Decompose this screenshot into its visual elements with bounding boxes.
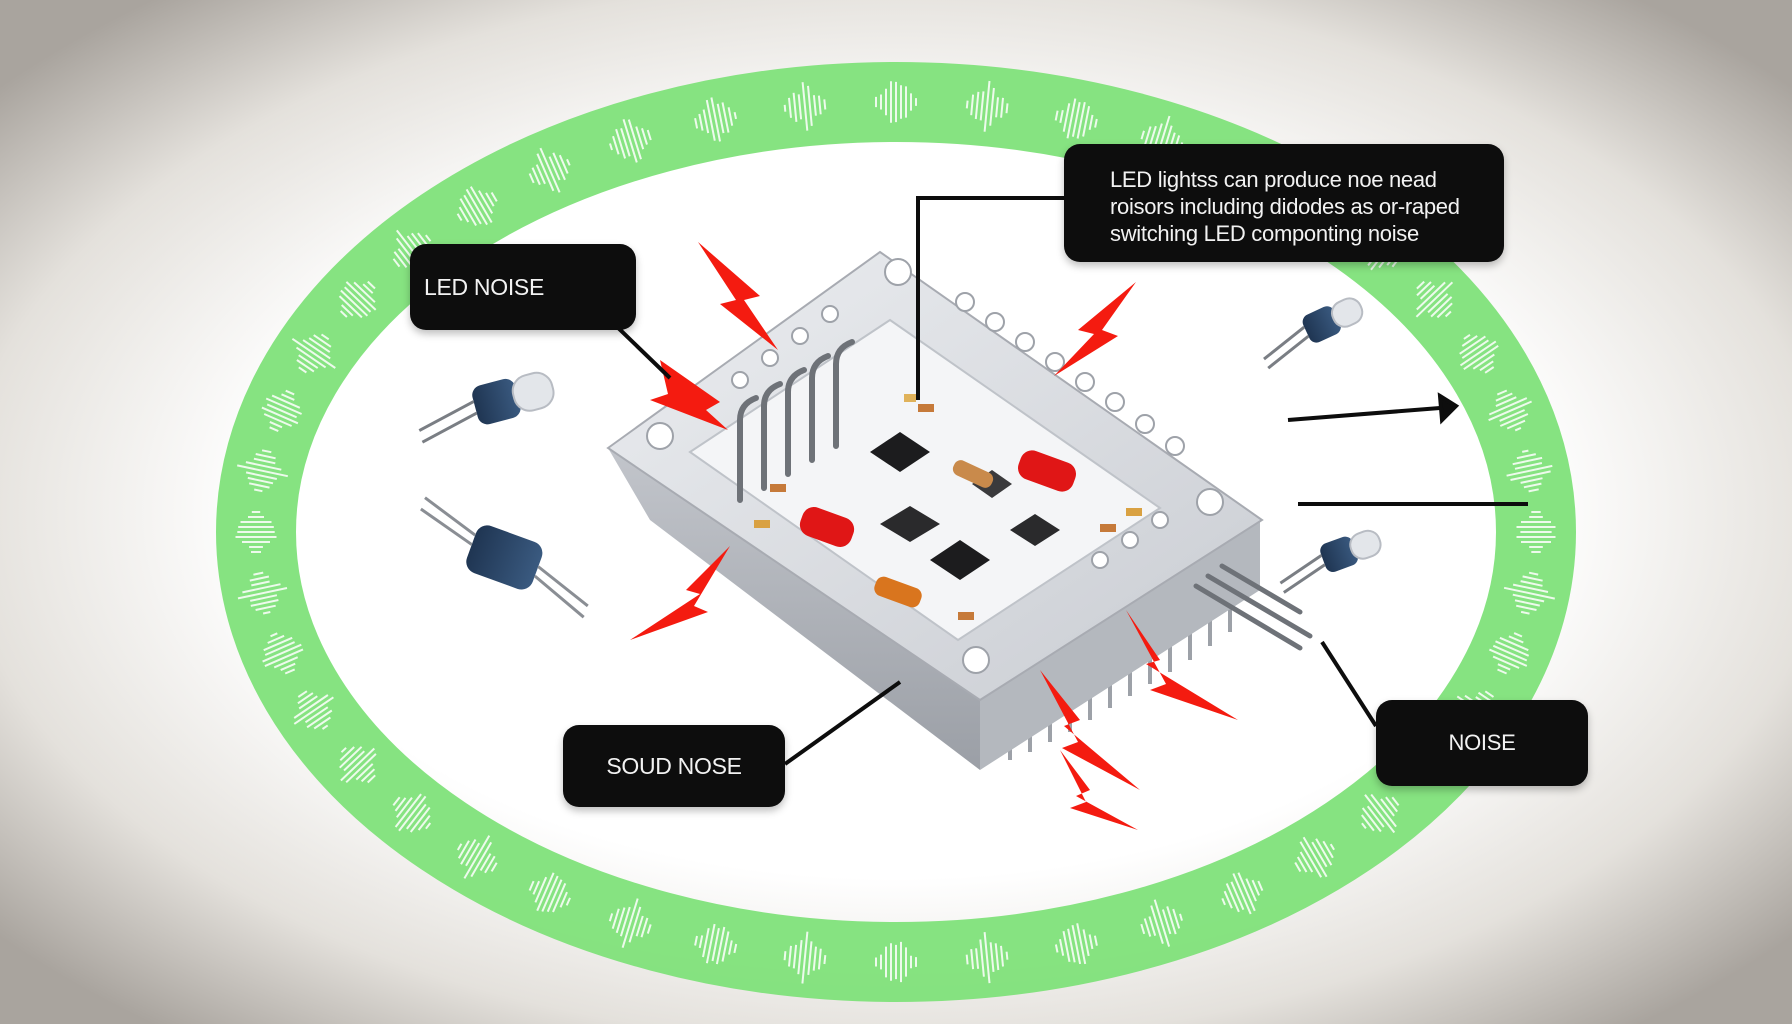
sound-wave-mark <box>783 82 827 131</box>
callout-led-noise: LED NOISE <box>410 244 636 330</box>
sound-wave-mark <box>392 793 432 833</box>
sound-wave-mark <box>875 941 917 983</box>
sound-wave-mark <box>236 449 289 493</box>
sound-wave-mark <box>965 932 1009 984</box>
sound-wave-mark <box>1054 98 1098 139</box>
sound-wave-mark <box>1294 836 1335 878</box>
sound-wave-mark <box>608 898 652 948</box>
pin-header <box>737 339 855 503</box>
sound-wave-mark <box>1489 632 1530 675</box>
resistor-icon <box>754 394 1142 620</box>
sound-wave-mark <box>338 280 377 319</box>
callout-sound-noise: SOUD NOSE <box>563 725 785 807</box>
sound-wave-mark <box>293 690 334 730</box>
sound-wave-mark <box>1140 899 1183 947</box>
callout-description-line-2: roisors including didodes as or-raped <box>1110 194 1460 219</box>
callout-description-line-3: switching LED componting noise <box>1110 221 1419 246</box>
sound-wave-mark <box>456 186 498 227</box>
sound-wave-mark <box>528 147 571 193</box>
sound-wave-mark <box>1415 280 1454 319</box>
sound-wave-mark <box>1459 333 1499 374</box>
spark-icon <box>630 242 1238 830</box>
callout-sound-noise-text: SOUD NOSE <box>606 752 742 779</box>
capacitor-icon <box>799 450 1077 608</box>
sound-wave-mark <box>1516 511 1556 553</box>
sound-wave-mark <box>1503 571 1556 615</box>
sound-wave-mark <box>528 872 571 913</box>
sound-wave-mark <box>339 746 377 784</box>
sound-wave-mark <box>1361 793 1400 834</box>
sound-wave-mark <box>1221 872 1264 915</box>
sound-wave-mark <box>875 81 917 123</box>
callout-description: LED lightss can produce noe nead roisors… <box>1064 144 1504 262</box>
callout-noise: NOISE <box>1376 700 1588 786</box>
sound-wave-mark <box>235 511 277 553</box>
sound-wave-mark <box>237 571 288 615</box>
pcb-module <box>606 250 1313 770</box>
callout-led-noise-text: LED NOISE <box>424 273 545 300</box>
arrow-icon <box>1287 392 1528 506</box>
sound-wave-mark <box>291 333 336 374</box>
sound-wave-mark <box>262 632 304 675</box>
led-icon <box>418 297 1382 619</box>
sound-wave-mark <box>694 923 738 965</box>
callout-description-line-1: LED lightss can produce noe nead <box>1110 167 1437 192</box>
callout-noise-text: NOISE <box>1448 730 1516 755</box>
sound-wave-mark <box>783 931 827 984</box>
sound-wave-mark <box>1506 449 1553 493</box>
sound-wave-mark <box>1488 389 1532 432</box>
sound-wave-mark <box>609 119 652 163</box>
sound-wave-mark <box>1054 923 1098 965</box>
sound-wave-mark <box>261 389 303 433</box>
sound-wave-mark <box>694 97 737 142</box>
sound-wave-mark <box>965 80 1009 132</box>
sound-wave-mark <box>456 835 498 879</box>
